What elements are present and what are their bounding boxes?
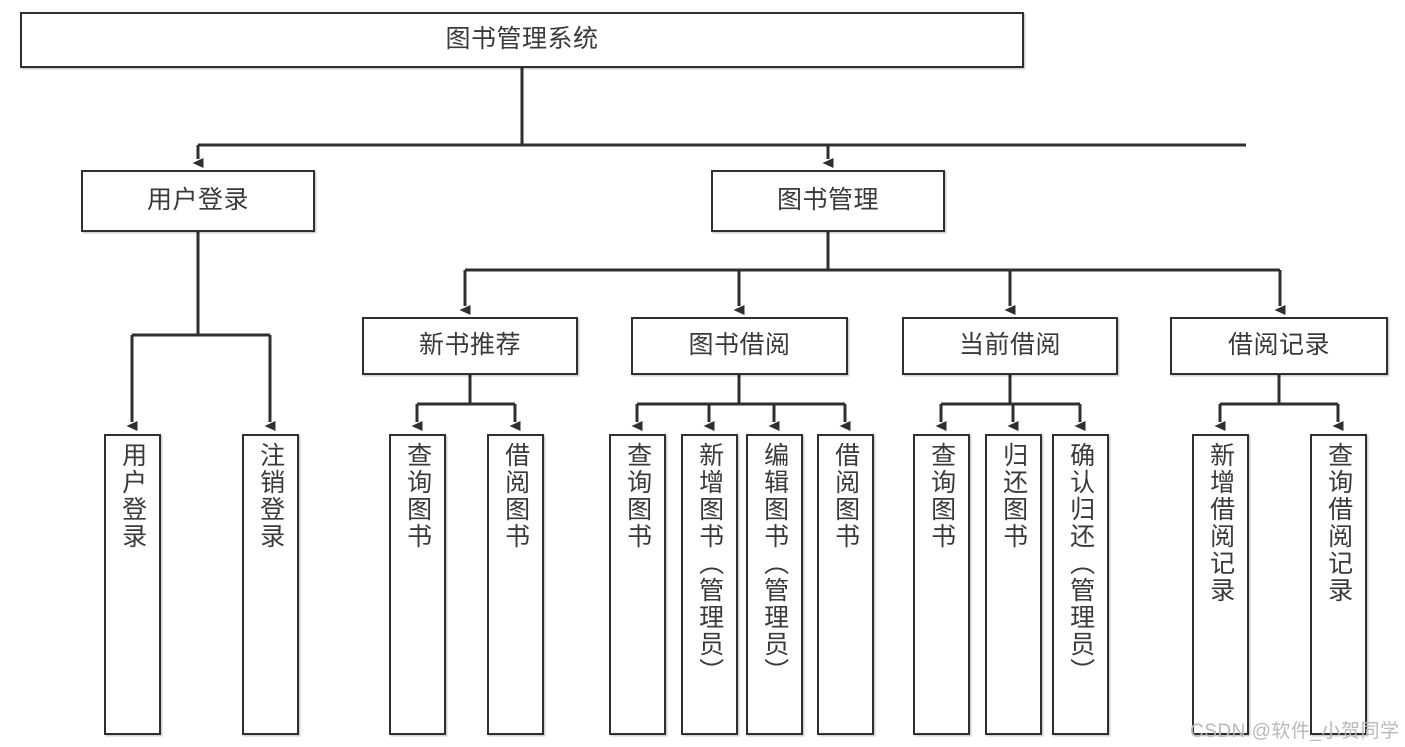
node-book-manage[interactable]: 图书管理	[711, 170, 945, 232]
node-leaf-query-book-2[interactable]: 查询图书	[609, 434, 666, 735]
node-new-book-recommend[interactable]: 新书推荐	[362, 317, 578, 375]
node-leaf-query-borrow-record[interactable]: 查询借阅记录	[1310, 434, 1367, 735]
node-leaf-return-book-label: 归还图书	[999, 442, 1028, 550]
node-leaf-borrow-book-2-label: 借阅图书	[831, 442, 860, 550]
node-leaf-logout-login[interactable]: 注销登录	[242, 434, 299, 735]
node-leaf-add-borrow-record-label: 新增借阅记录	[1206, 442, 1235, 604]
node-leaf-borrow-book-2[interactable]: 借阅图书	[817, 434, 874, 735]
node-current-borrow-label: 当前借阅	[958, 331, 1061, 360]
node-root-label: 图书管理系统	[445, 25, 599, 54]
node-leaf-add-book-admin-label: 新增图书（管理员）	[695, 442, 724, 685]
csdn-watermark: CSDN @软件_小贺同学	[1190, 721, 1400, 742]
node-leaf-return-book[interactable]: 归还图书	[985, 434, 1042, 735]
node-leaf-borrow-book-1-label: 借阅图书	[501, 442, 530, 550]
node-root[interactable]: 图书管理系统	[20, 12, 1024, 68]
node-book-borrow[interactable]: 图书借阅	[631, 317, 848, 375]
node-borrow-record[interactable]: 借阅记录	[1170, 317, 1388, 375]
node-user-login[interactable]: 用户登录	[81, 170, 315, 232]
node-leaf-add-borrow-record[interactable]: 新增借阅记录	[1192, 434, 1249, 735]
node-leaf-edit-book-admin[interactable]: 编辑图书（管理员）	[746, 434, 803, 735]
node-current-borrow[interactable]: 当前借阅	[902, 317, 1118, 375]
node-borrow-record-label: 借阅记录	[1227, 331, 1330, 360]
node-leaf-query-book-3-label: 查询图书	[927, 442, 956, 550]
node-book-borrow-label: 图书借阅	[688, 331, 791, 360]
node-leaf-query-book-3[interactable]: 查询图书	[913, 434, 970, 735]
node-user-login-label: 用户登录	[146, 186, 249, 215]
node-new-book-recommend-label: 新书推荐	[418, 331, 521, 360]
node-leaf-edit-book-admin-label: 编辑图书（管理员）	[760, 442, 789, 685]
node-leaf-confirm-return-admin[interactable]: 确认归还（管理员）	[1052, 434, 1109, 735]
node-leaf-borrow-book-1[interactable]: 借阅图书	[487, 434, 544, 735]
node-leaf-add-book-admin[interactable]: 新增图书（管理员）	[681, 434, 738, 735]
node-leaf-confirm-return-admin-label: 确认归还（管理员）	[1066, 442, 1095, 685]
node-leaf-user-login[interactable]: 用户登录	[104, 434, 161, 735]
node-leaf-logout-login-label: 注销登录	[256, 442, 285, 550]
node-book-manage-label: 图书管理	[776, 186, 879, 215]
node-leaf-user-login-label: 用户登录	[118, 442, 147, 550]
node-leaf-query-book-2-label: 查询图书	[623, 442, 652, 550]
node-leaf-query-book-1[interactable]: 查询图书	[389, 434, 446, 735]
node-leaf-query-book-1-label: 查询图书	[403, 442, 432, 550]
node-leaf-query-borrow-record-label: 查询借阅记录	[1324, 442, 1353, 604]
